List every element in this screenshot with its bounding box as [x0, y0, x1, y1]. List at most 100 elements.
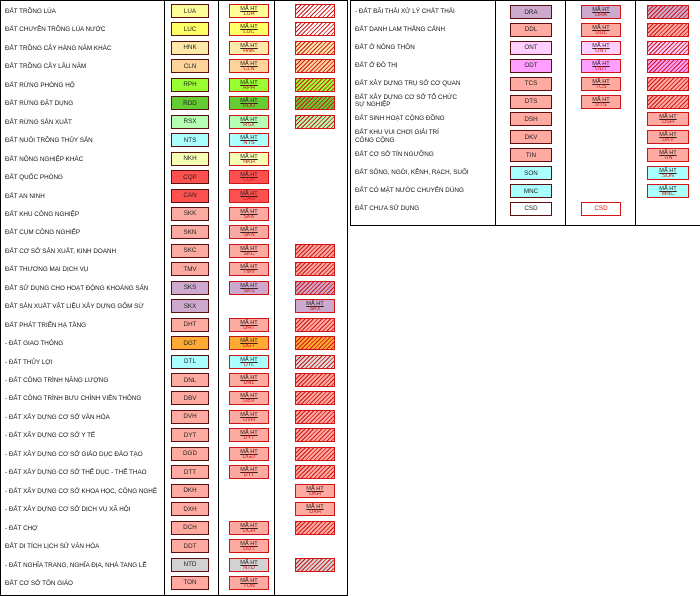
planned-change-hatch-symbol [295, 4, 335, 18]
land-code-swatch: DXH [171, 502, 209, 517]
land-code-swatch: SKN [171, 225, 209, 240]
land-type-label: ĐẤT KHU VUI CHƠI GIẢI TRÍ CÔNG CỘNG [355, 129, 439, 144]
land-code-swatch: DKH [171, 483, 209, 498]
land-code-swatch: DSH [510, 112, 552, 127]
land-type-label: ĐẤT SINH HOẠT CỘNG ĐỒNG [355, 115, 445, 123]
land-type-label: ĐẤT CƠ SỞ TÔN GIÁO [5, 579, 73, 587]
symbol-land-code: DTT [243, 472, 255, 479]
land-code-swatch: MNC [510, 184, 552, 198]
symbol-code-label: MÃ HT [240, 98, 258, 105]
land-type-label: ĐẤT DANH LAM THẮNG CẢNH [355, 25, 446, 33]
symbol-code-label: MÃ HT [240, 245, 258, 252]
land-type-label: - ĐẤT GIAO THÔNG [5, 340, 64, 348]
symbol-code-label: MÃ HT [240, 577, 258, 584]
symbol-code-label: MÃ HT [240, 282, 258, 289]
symbol-code-label: MÃ HT [306, 301, 324, 308]
land-code-swatch: DCH [171, 520, 209, 535]
planned-change-hatch-symbol [647, 40, 689, 55]
land-type-label: - ĐẤT XÂY DỰNG CƠ SỞ Y TẾ [5, 432, 96, 440]
symbol-code-label: MÃ HT [659, 186, 677, 192]
symbol-code-label: MÃ HT [240, 430, 258, 437]
land-code-swatch: CAN [171, 188, 209, 203]
land-code-swatch: NKH [171, 151, 209, 166]
symbol-code-label: MÃ HT [592, 96, 610, 103]
land-code-swatch: SKK [171, 206, 209, 221]
column-divider [164, 1, 165, 595]
symbol-land-code: CAN [243, 195, 255, 202]
symbol-code-label: MÃ HT [240, 411, 258, 418]
land-type-label: ĐẤT PHÁT TRIỂN HẠ TẦNG [5, 321, 87, 329]
symbol-land-code: HNK [243, 47, 255, 54]
symbol-code-label: MÃ HT [240, 338, 258, 345]
symbol-code-label: MÃ HT [240, 208, 258, 215]
land-type-label: ĐẤT SẢN XUẤT VẬT LIỆU XÂY DỰNG GỐM SỨ [5, 303, 144, 311]
symbol-code-label: MÃ HT [240, 153, 258, 160]
symbol-land-code: DVH [243, 416, 255, 423]
planned-change-hatch-symbol [295, 96, 335, 111]
symbol-code-label: MÃ HT [659, 132, 677, 139]
planned-change-hatch-symbol [295, 428, 335, 443]
land-type-label: ĐẤT THƯƠNG MẠI DỊCH VỤ [5, 266, 89, 274]
land-code-swatch: NTD [171, 557, 209, 572]
symbol-code-label: MÃ HT [240, 393, 258, 400]
land-type-label: - ĐẤT BÃI THẢI XỬ LÝ CHẤT THẢI [355, 8, 455, 15]
land-code-swatch: SKX [171, 299, 209, 314]
land-type-label: ĐẤT QUỐC PHÒNG [5, 174, 63, 182]
column-divider [274, 1, 275, 595]
symbol-land-code: LUC [243, 29, 255, 36]
symbol-land-code: CQP [242, 177, 256, 184]
symbol-land-code: DXH [309, 509, 321, 516]
land-type-label: - ĐẤT CÔNG TRÌNH NĂNG LƯỢNG [5, 377, 109, 384]
land-type-label: ĐẤT TRỒNG CÂY LÂU NĂM [5, 63, 87, 71]
land-type-label: ĐẤT NÔNG NGHIỆP KHÁC [5, 155, 84, 163]
planned-change-hatch-symbol [647, 5, 689, 19]
planned-change-hatch-symbol [647, 22, 689, 37]
column-divider [218, 1, 219, 595]
land-code-swatch: DHT [171, 317, 209, 332]
symbol-land-code: RSX [243, 121, 255, 128]
land-type-label: - ĐẤT NGHĨA TRANG, NGHĨA ĐỊA, NHÀ TANG L… [5, 561, 147, 569]
symbol-code-label: MÃ HT [240, 448, 258, 455]
symbol-land-code: CLN [243, 66, 255, 73]
land-code-swatch: DNL [171, 373, 209, 387]
planned-change-hatch-symbol [295, 409, 335, 424]
symbol-land-code: TON [243, 582, 255, 589]
land-code-swatch: DDT [171, 539, 209, 554]
symbol-land-code: MNC [661, 191, 675, 197]
symbol-land-code: DGD [242, 453, 256, 460]
symbol-code-label: MÃ HT [306, 485, 324, 492]
symbol-code-label: MÃ HT [240, 559, 258, 566]
symbol-code-label: MÃ HT [240, 61, 258, 68]
planned-change-hatch-symbol [295, 520, 335, 535]
land-type-label: - ĐẤT THỦY LỢI [5, 358, 53, 366]
land-type-label: ĐẤT TRỒNG CÂY HÀNG NĂM KHÁC [5, 44, 112, 52]
